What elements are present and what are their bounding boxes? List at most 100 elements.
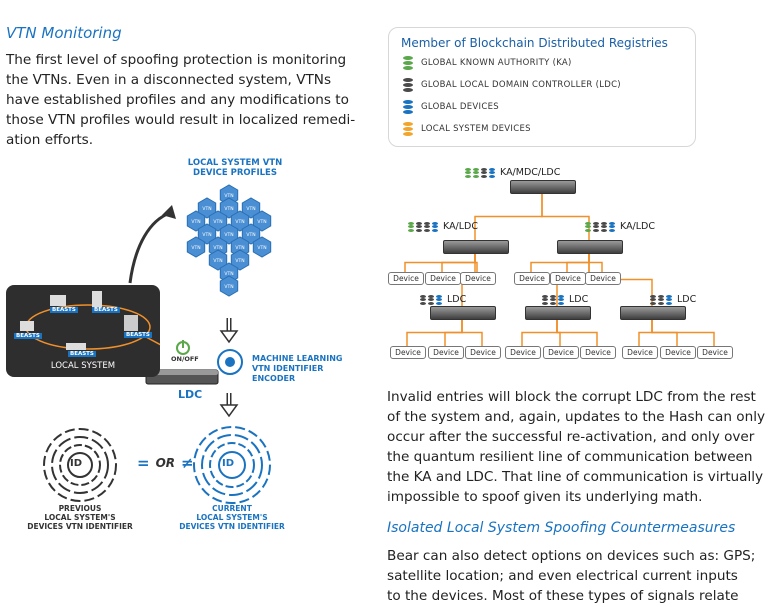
device-node: Device (585, 272, 621, 285)
previous-id-fingerprint-icon (43, 428, 117, 502)
database-icon (658, 294, 664, 305)
not-equal-sign: ≠ (181, 454, 194, 472)
ml-brain-icon (217, 349, 243, 375)
vtn-hex-label: VTN (235, 219, 244, 225)
device-node: Device (460, 272, 496, 285)
ldc-server-icon (620, 306, 686, 320)
node-name: LDC (677, 294, 697, 305)
beasts-tag: BEASTS (124, 332, 152, 338)
tower-icon (92, 291, 102, 307)
node-label: KA/LDC (408, 221, 478, 232)
text-line: the quantum resilient line of communicat… (387, 449, 753, 465)
vtn-hex-icon (219, 275, 239, 297)
label-line: LOCAL SYSTEM'S (44, 513, 116, 522)
vtn-hex-icon (252, 210, 272, 232)
local-system-network (20, 291, 160, 350)
node-name: LDC (569, 294, 589, 305)
text-line: impossible to spoof given its underlying… (387, 489, 703, 505)
device-node: Device (505, 346, 541, 359)
node-label: LDC (542, 294, 588, 305)
down-arrow-icon (219, 393, 239, 418)
device-node: Device (550, 272, 586, 285)
text-line: the VTNs. Even in a disconnected system,… (6, 72, 332, 88)
database-icon (403, 99, 413, 115)
vtn-hex-label: VTN (224, 284, 233, 290)
node-label: KA/LDC (585, 221, 655, 232)
invalid-entries-paragraph: Invalid entries will block the corrupt L… (387, 387, 767, 507)
legend-label: GLOBAL LOCAL DOMAIN CONTROLLER (LDC) (421, 80, 621, 90)
network-link (651, 319, 715, 346)
legend-label: GLOBAL KNOWN AUTHORITY (KA) (421, 58, 572, 68)
section-heading-isolated: Isolated Local System Spoofing Counterme… (387, 520, 736, 536)
vtn-hex-icon (197, 223, 217, 245)
vtn-hex-label: VTN (202, 232, 211, 238)
laptop-icon (50, 295, 66, 306)
device-node: Device (660, 346, 696, 359)
database-icon (609, 221, 615, 232)
database-icon (428, 294, 434, 305)
server-rack-icon (124, 315, 138, 331)
beasts-tag: BEASTS (14, 333, 42, 339)
text-line: occur after the successful re-activation… (387, 429, 755, 445)
network-link (541, 193, 590, 240)
mid-server-icon (443, 240, 509, 254)
node-label: KA/MDC/LDC (465, 167, 560, 178)
vtn-hex-icon (186, 236, 206, 258)
or-label: OR (155, 456, 176, 470)
current-identifier-label: CURRENT LOCAL SYSTEM'S DEVICES VTN IDENT… (172, 504, 292, 531)
previous-id-badge: ID (70, 458, 83, 469)
network-link (461, 319, 483, 346)
ml-label-line: MACHINE LEARNING (252, 354, 343, 363)
section-heading-vtn-monitoring: VTN Monitoring (6, 24, 122, 42)
database-icon (424, 221, 430, 232)
switch-icon (66, 343, 86, 350)
vtn-monitoring-paragraph: The first level of spoofing protection i… (6, 50, 366, 150)
curved-arrow (128, 211, 171, 284)
countermeasures-paragraph: Bear can also detect options on devices … (387, 546, 767, 606)
node-name: KA/LDC (620, 221, 656, 232)
text-line: have established profiles and any modifi… (6, 92, 349, 108)
mid-server-icon (557, 240, 623, 254)
vtn-hex-label: VTN (213, 258, 222, 264)
database-icon (432, 221, 438, 232)
ml-label-line: ENCODER (252, 374, 296, 383)
beasts-tag: BEASTS (92, 307, 120, 313)
vtn-hex-label: VTN (257, 219, 266, 225)
vtn-hex-label: VTN (213, 245, 222, 251)
arrow-head (162, 205, 176, 219)
router-icon (20, 321, 34, 331)
vtn-hex-label: VTN (202, 206, 211, 212)
device-node: Device (514, 272, 550, 285)
network-link (474, 193, 543, 240)
vtn-hex-label: VTN (191, 219, 200, 225)
vtn-hex-label: VTN (224, 206, 233, 212)
local-system-title: LOCAL SYSTEM (50, 361, 116, 371)
database-icon (403, 77, 413, 93)
vtn-hex-icon (186, 210, 206, 232)
network-link (556, 319, 598, 346)
database-icon (558, 294, 564, 305)
vtn-hex-icon (230, 210, 250, 232)
legend-item-local-devices: LOCAL SYSTEM DEVICES (403, 120, 531, 138)
text-line: those VTN profiles would result in local… (6, 112, 356, 128)
network-link (444, 319, 463, 346)
device-node: Device (428, 346, 464, 359)
network-link (588, 253, 603, 272)
database-icon (436, 294, 442, 305)
label-line: DEVICES VTN IDENTIFIER (179, 522, 285, 531)
node-label: LDC (420, 294, 466, 305)
database-icon (465, 167, 471, 178)
database-icon (403, 121, 413, 137)
vtn-hex-icon (208, 210, 228, 232)
text-line: Bear can also detect options on devices … (387, 548, 756, 564)
legend-title: Member of Blockchain Distributed Registr… (401, 36, 668, 50)
vtn-hex-icon (208, 249, 228, 271)
network-lines (404, 193, 715, 346)
database-icon (420, 294, 426, 305)
node-label: LDC (650, 294, 696, 305)
database-icon (416, 221, 422, 232)
device-node: Device (388, 272, 424, 285)
legend-item-global-devices: GLOBAL DEVICES (403, 98, 499, 116)
vtn-hex-icon (241, 223, 261, 245)
